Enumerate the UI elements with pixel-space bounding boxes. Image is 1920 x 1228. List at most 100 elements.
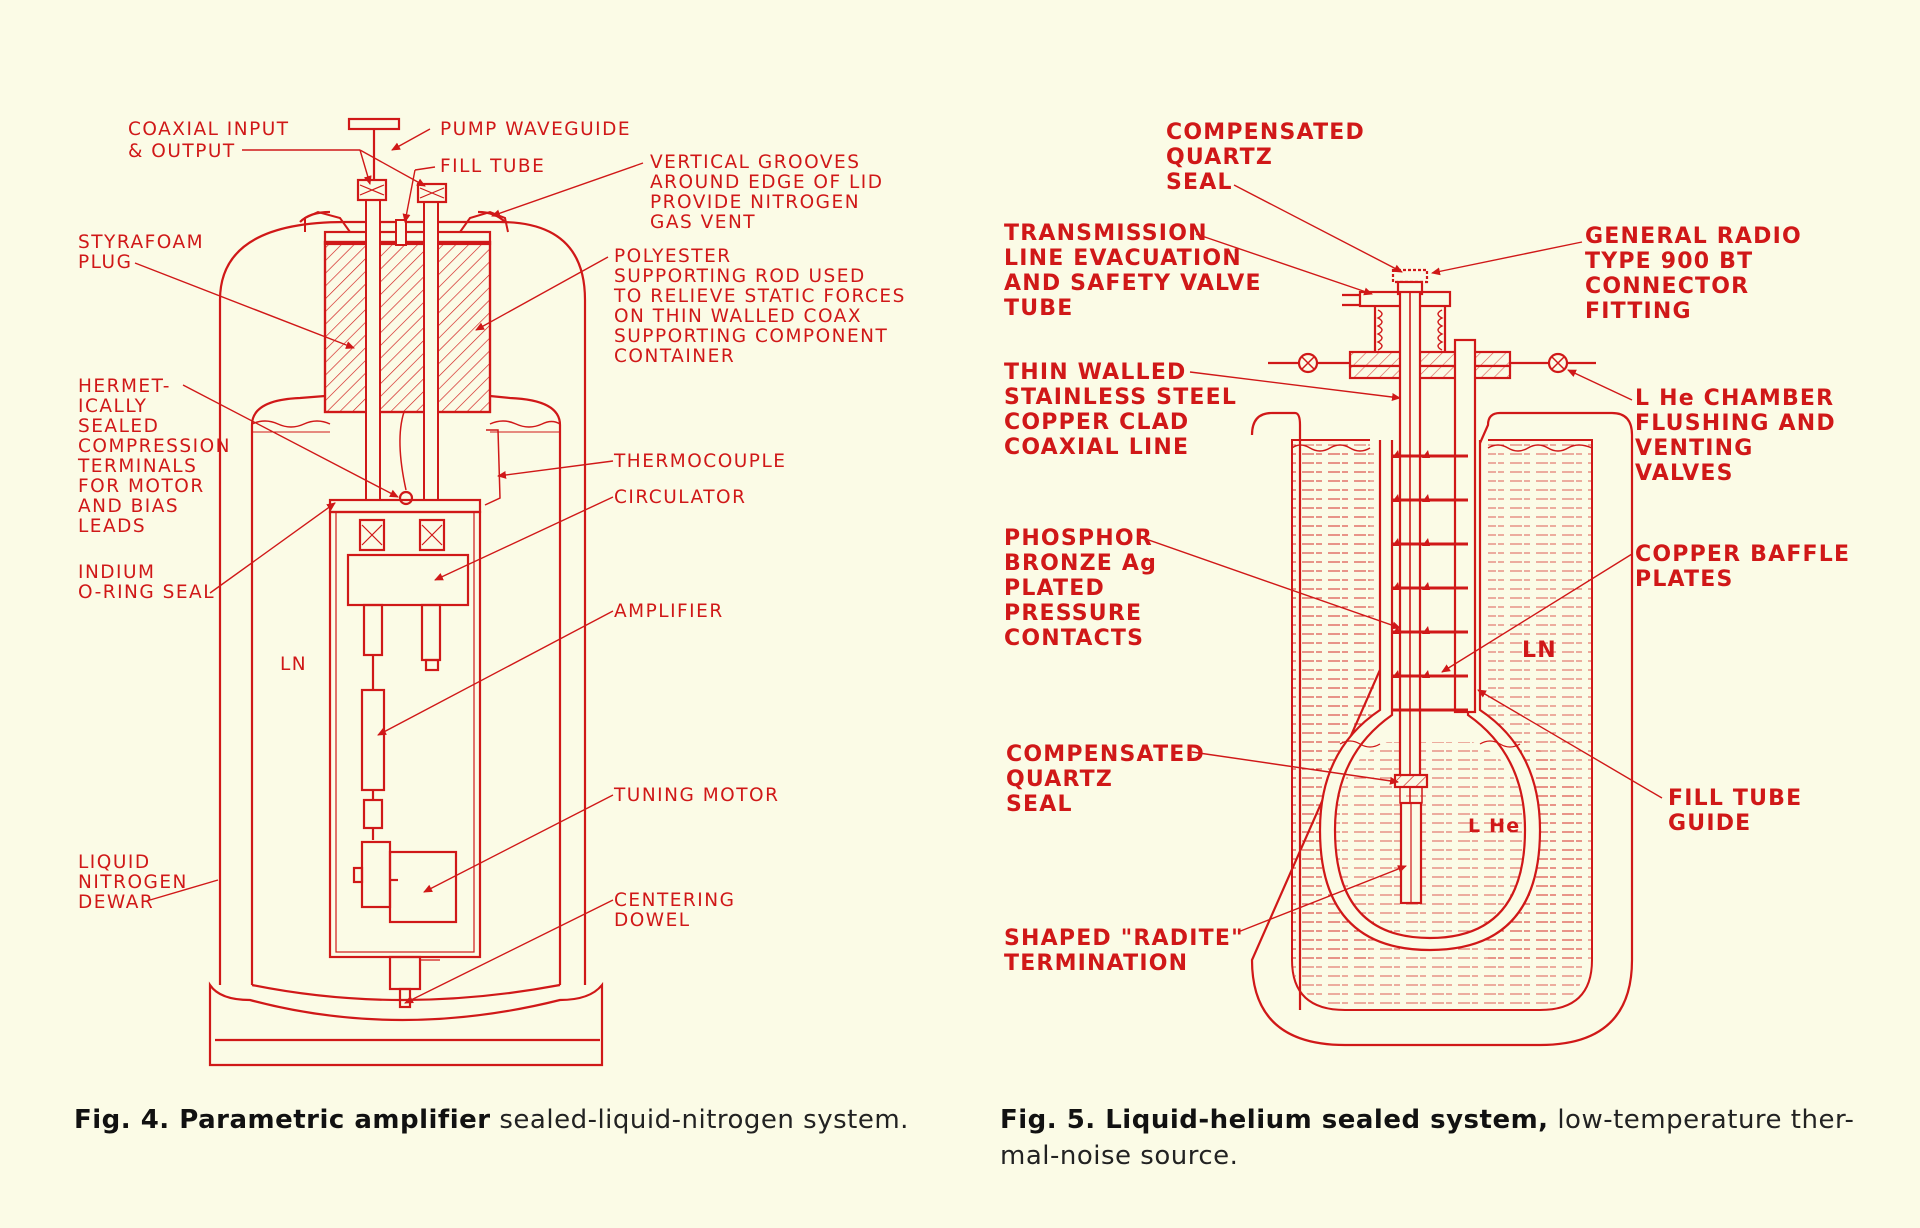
label-styrafoam-1: STYRAFOAM (78, 232, 204, 253)
svg-text:COPPER BAFFLE PLATES: COPPER BAFFLE PLATES (1635, 542, 1859, 592)
label-hermetic-6: FOR MOTOR (78, 476, 205, 497)
label-general-radio-2: TYPE 900 BT (1585, 249, 1753, 274)
label-phosphor-4: PRESSURE (1004, 601, 1142, 626)
figure-5-caption-rest: low-temperature ther- (1548, 1105, 1855, 1135)
label-transmission-4: TUBE (1004, 296, 1073, 321)
label-general-radio-1: GENERAL RADIO (1585, 224, 1802, 249)
label-general-radio-3: CONNECTOR (1585, 274, 1749, 299)
svg-text:PHOSPHOR BRONZE Ag: PHOSPHOR BRONZE Ag PLATED PRESSURE CONTA… (1004, 526, 1166, 651)
figure-5-caption-bold: Fig. 5. Liquid-helium sealed system, (1000, 1105, 1549, 1135)
svg-text:COMPENSATED QUARTZ: COMPENSATED QUARTZ SEAL (1006, 742, 1214, 817)
label-cqs-bottom-2: QUARTZ (1006, 767, 1113, 792)
label-ln-fig4: LN (280, 654, 307, 675)
label-copper-baffle-1: COPPER BAFFLE (1635, 542, 1850, 567)
label-phosphor-1: PHOSPHOR (1004, 526, 1153, 551)
label-transmission-2: LINE EVACUATION (1004, 246, 1242, 271)
label-dowel-1: CENTERING (614, 890, 735, 911)
label-circulator: CIRCULATOR (614, 487, 746, 508)
label-lhe-chamber-2: FLUSHING AND (1635, 411, 1836, 436)
label-transmission-1: TRANSMISSION (1004, 221, 1208, 246)
label-amplifier: AMPLIFIER (614, 601, 724, 622)
figure-4-caption: Fig. 4. Parametric amplifier sealed-liqu… (74, 1102, 954, 1138)
figure-4-leaders (134, 128, 644, 1004)
figure-5-caption: Fig. 5. Liquid-helium sealed system, low… (1000, 1102, 1880, 1174)
label-lhe-chamber-1: L He CHAMBER (1635, 386, 1834, 411)
label-grooves-3: PROVIDE NITROGEN (650, 192, 860, 213)
svg-text:COAXIAL INPUT& OUTPUT: COAXIAL INPUT& OUTPUT (128, 119, 290, 162)
label-polyester-1: POLYESTER (614, 246, 732, 267)
label-radite-1: SHAPED "RADITE" (1004, 926, 1244, 951)
label-grooves-4: GAS VENT (650, 212, 756, 233)
svg-text:GENERAL RADIO TYPE 900 B: GENERAL RADIO TYPE 900 BT CONNECTOR FITT… (1585, 224, 1811, 324)
label-polyester-4: ON THIN WALLED COAX (614, 306, 862, 327)
svg-text:STYRAFOAM PLUG: STYRAFOAM PLUG (78, 232, 212, 273)
label-cqs-bottom-3: SEAL (1006, 792, 1073, 817)
label-thermocouple: THERMOCOUPLE (613, 451, 786, 472)
label-hermetic-3: SEALED (78, 416, 159, 437)
label-dewar-3: DEWAR (78, 892, 154, 913)
svg-text:LIQUID NITROGEN DE: LIQUID NITROGEN DEWAR (78, 852, 195, 913)
svg-text:VERTICAL GROOVES AROUND: VERTICAL GROOVES AROUND EDGE OF LID PROV… (650, 152, 891, 233)
label-polyester-5: SUPPORTING COMPONENT (614, 326, 888, 347)
label-fill-tube-guide-2: GUIDE (1668, 811, 1751, 836)
label-copper-baffle-2: PLATES (1635, 567, 1734, 592)
figure-5-drawing (1250, 268, 1634, 1047)
label-coaxial-io-2: & OUTPUT (128, 141, 236, 162)
label-ln-fig5: LN (1522, 638, 1557, 663)
svg-text:HERMET- ICALLY SEA: HERMET- ICALLY SEALED COMPRESSION TERMIN… (77, 376, 238, 537)
dewar-base (208, 981, 604, 1067)
figure-4-caption-rest: sealed-liquid-nitrogen system. (490, 1105, 909, 1135)
label-thin-walled-2: STAINLESS STEEL (1004, 385, 1237, 410)
label-lhe-chamber-3: VENTING (1635, 436, 1754, 461)
label-indium-2: O-RING SEAL (78, 582, 215, 603)
label-pump-waveguide: PUMP WAVEGUIDE (440, 119, 631, 140)
label-lhe: L He (1468, 815, 1520, 837)
label-hermetic-7: AND BIAS (78, 496, 179, 517)
label-styrafoam-2: PLUG (78, 252, 132, 273)
label-radite-2: TERMINATION (1004, 951, 1188, 976)
label-thin-walled-4: COAXIAL LINE (1004, 435, 1189, 460)
svg-text:FILL TUBE GUIDE: FILL TUBE GUIDE (1668, 786, 1811, 836)
svg-text:THIN WALLED STAINLESS ST: THIN WALLED STAINLESS STEEL COPPER CLAD … (1004, 360, 1246, 460)
label-phosphor-5: CONTACTS (1004, 626, 1144, 651)
label-grooves-2: AROUND EDGE OF LID (650, 172, 884, 193)
label-indium-1: INDIUM (78, 562, 156, 583)
label-polyester-3: TO RELIEVE STATIC FORCES (613, 286, 906, 307)
figure-4-caption-bold: Fig. 4. Parametric amplifier (74, 1105, 491, 1135)
label-hermetic-2: ICALLY (78, 396, 148, 417)
label-fill-tube-guide-1: FILL TUBE (1668, 786, 1802, 811)
label-cqs-bottom-1: COMPENSATED (1006, 742, 1205, 767)
label-fill-tube: FILL TUBE (440, 156, 545, 177)
label-hermetic-1: HERMET- (78, 376, 171, 397)
label-coaxial-io-1: COAXIAL INPUT (128, 119, 290, 140)
label-general-radio-4: FITTING (1585, 299, 1692, 324)
label-polyester-2: SUPPORTING ROD USED (614, 266, 866, 287)
svg-text:CENTERING DOWEL: CENTERING DOWEL (614, 890, 743, 931)
label-hermetic-4: COMPRESSION (78, 436, 231, 457)
figure-5-labels: COMPENSATED QUARTZ SEAL TRANSMISSION LIN… (1004, 120, 1859, 976)
label-phosphor-2: BRONZE Ag (1004, 551, 1157, 576)
dewar-outer (218, 220, 587, 985)
figure-4-labels: COAXIAL INPUT& OUTPUT PUMP WAVEGUIDE FIL… (77, 119, 913, 931)
ln-dewar-outer (1250, 411, 1634, 1047)
svg-text:TRANSMISSION LINE EVACUA: TRANSMISSION LINE EVACUATION AND SAFETY … (1004, 221, 1271, 321)
svg-text:COMPENSATED QUARTZ: COMPENSATED QUARTZ SEAL (1166, 120, 1374, 195)
label-hermetic-5: TERMINALS (77, 456, 197, 477)
label-dewar-2: NITROGEN (78, 872, 188, 893)
svg-text:INDIUM O-RING SEAL: INDIUM O-RING SEAL (78, 562, 215, 603)
label-phosphor-3: PLATED (1004, 576, 1105, 601)
label-dewar-1: LIQUID (78, 852, 151, 873)
label-grooves-1: VERTICAL GROOVES (650, 152, 860, 173)
svg-text:L He CHAMBER FLUSHING AN: L He CHAMBER FLUSHING AND VENTING VALVES (1635, 386, 1845, 486)
label-cqs-top-1: COMPENSATED (1166, 120, 1365, 145)
svg-text:POLYESTER SUPPORTING ROD: POLYESTER SUPPORTING ROD USED TO RELIEVE… (613, 246, 913, 367)
label-thin-walled-1: THIN WALLED (1004, 360, 1187, 385)
label-dowel-2: DOWEL (614, 910, 691, 931)
label-tuning-motor: TUNING MOTOR (613, 785, 779, 806)
label-polyester-6: CONTAINER (614, 346, 735, 367)
figure-5-leaders (1139, 184, 1663, 933)
label-cqs-top-3: SEAL (1166, 170, 1233, 195)
label-cqs-top-2: QUARTZ (1166, 145, 1273, 170)
